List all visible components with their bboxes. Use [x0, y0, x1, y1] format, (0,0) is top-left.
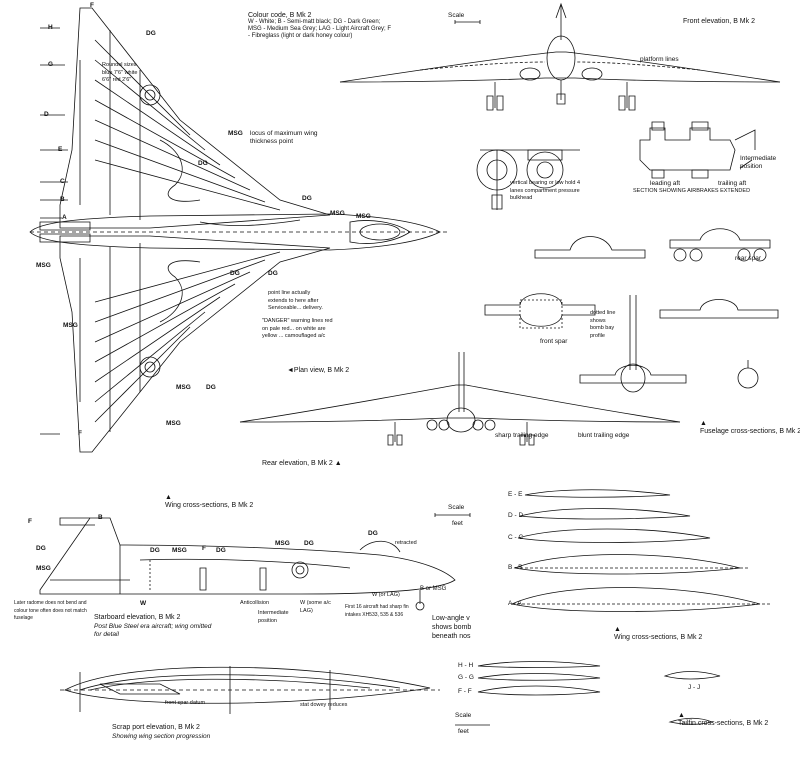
caption-starboard-subnote: Post Blue Steel era aircraft; wing omitt…: [94, 623, 212, 638]
scale-feet-scrap: feet: [458, 728, 469, 735]
caption-rear-elevation: Rear elevation, B Mk 2 ▲: [262, 460, 342, 467]
note-sharp-trailing: sharp trailing edge: [495, 432, 549, 439]
scale-label-front: Scale: [448, 12, 465, 19]
note-front-spar: front spar: [540, 338, 568, 345]
plan-letter-g: G: [48, 61, 54, 68]
note-vertical-bearing: vertical bearing or low hold 4 lanes com…: [510, 180, 581, 201]
plan-letter-b: B: [60, 196, 65, 203]
section-label-dd: D - D: [508, 512, 524, 519]
note-leading-aft: leading aft: [650, 180, 680, 187]
code-msg-lower-wing: MSG: [63, 322, 78, 329]
code-dg-side-1: DG: [150, 547, 160, 554]
code-msg-fuselage-1: MSG: [330, 210, 345, 217]
caption-wing-sections-right: ▲ Wing cross-sections, B Mk 2: [614, 626, 703, 641]
note-w-or-lag: W (or LAG): [372, 592, 400, 598]
note-rear-spar: rear spar: [735, 255, 762, 262]
caption-wing-sections-top: ▲ Wing cross-sections, B Mk 2: [165, 494, 254, 509]
note-trailing-aft: trailing aft: [718, 180, 747, 187]
code-msg-fuselage-2: MSG: [356, 213, 371, 220]
colour-code-legend: Colour code, B Mk 2 W - White; B - Semi-…: [248, 12, 393, 40]
section-label-ee: E - E: [508, 491, 523, 498]
note-first-aircraft: First 16 aircraft had sharp fin intakes …: [345, 604, 409, 618]
note-blunt-trailing: blunt trailing edge: [578, 432, 630, 439]
tailplane-sections: [478, 662, 720, 725]
section-label-gg: G - G: [458, 674, 474, 681]
code-dg-fuselage: DG: [302, 195, 312, 202]
section-label-hh: H - H: [458, 662, 474, 669]
note-stat-lines: stat dowey reduces: [300, 702, 348, 708]
plan-letter-d: D: [44, 111, 49, 118]
note-max-thickness: locus of maximum wing thickness point: [250, 130, 318, 145]
code-dg-wing-upper: DG: [198, 160, 208, 167]
caption-low-angle: Low-angle v shows bomb beneath nos: [432, 615, 472, 640]
wing-cross-sections: [512, 490, 770, 612]
plan-letter-h: H: [48, 24, 53, 31]
caption-fuselage-sections: ▲ Fuselage cross-sections, B Mk 2: [700, 420, 800, 435]
airbrake-section: [640, 122, 755, 178]
section-label-jj: J - J: [688, 684, 701, 691]
plan-letter-a: A: [62, 214, 67, 221]
legend-text: W - White; B - Semi-matt black; DG - Dar…: [248, 19, 392, 39]
note-point-line: point line actually extends to here afte…: [268, 290, 323, 311]
code-msg-wing-upper: MSG: [228, 130, 243, 137]
note-platform-lines: platform lines: [640, 56, 679, 63]
code-msg-nose: MSG: [36, 262, 51, 269]
code-msg-tail: MSG: [36, 565, 51, 572]
code-f-fin: F: [28, 518, 32, 525]
scale-feet-side: feet: [452, 520, 463, 527]
scale-label-side: Scale: [448, 504, 465, 511]
code-dg-fin: DG: [36, 545, 46, 552]
note-later-radome: Later radome does not bend and colour to…: [14, 600, 87, 621]
starboard-elevation: [40, 513, 470, 610]
code-dg-side-2: DG: [216, 547, 226, 554]
caption-plan-view: ◄Plan view, B Mk 2: [287, 367, 350, 374]
scrap-port-elevation: [60, 666, 490, 725]
note-intermediate: Intermediate position: [740, 155, 777, 170]
intake-front-views: [477, 150, 580, 210]
section-label-aa: A - A: [508, 600, 522, 607]
note-danger-lines: "DANGER" warning lines red on pale red..…: [262, 318, 333, 339]
code-w-belly: W: [140, 600, 147, 607]
note-bomb-bay: dotted line shows bomb bay profile: [590, 310, 616, 339]
note-roundel-sizes: Roundel sizes blue 7'6" white 6'6" red 2…: [102, 62, 138, 83]
code-msg-lower-tip: MSG: [176, 384, 191, 391]
code-msg-side-2: MSG: [275, 540, 290, 547]
caption-starboard-elevation: Starboard elevation, B Mk 2: [94, 614, 181, 621]
code-msg-lower-tip-2: MSG: [166, 420, 181, 427]
fuselage-cross-sections: [485, 229, 778, 392]
code-f-side: F: [202, 545, 206, 552]
section-label-bb: B - B: [508, 564, 523, 571]
caption-tailfin-sections: ▲ Tailfin cross-sections, B Mk 2: [678, 712, 769, 727]
code-dg-nose: DG: [368, 530, 378, 537]
caption-scrap-port-note: Showing wing section progression: [112, 733, 211, 740]
rear-elevation: [240, 352, 680, 445]
plan-letter-e: E: [58, 146, 63, 153]
plan-letter-c: C: [60, 178, 65, 185]
plan-letter-f-top: F: [90, 2, 94, 9]
plan-letter-f: F: [78, 430, 82, 437]
note-intermediate-position: Intermediate position: [258, 610, 289, 624]
code-dg-side-3: DG: [304, 540, 314, 547]
note-anticollision: Anticollision: [240, 600, 270, 606]
code-msg-side-1: MSG: [172, 547, 187, 554]
note-front-spar-datum: front spar datum: [165, 700, 206, 706]
front-elevation: [340, 4, 780, 110]
note-w-some-lag: W (some a/c LAG): [300, 600, 331, 614]
caption-front-elevation: Front elevation, B Mk 2: [683, 18, 755, 25]
code-b-fin: B: [98, 514, 103, 521]
section-label-ff: F - F: [458, 688, 472, 695]
plan-view: [30, 8, 450, 452]
note-b-or-msg: B or MSG: [420, 586, 447, 592]
code-dg-lower-tip: DG: [206, 384, 216, 391]
caption-scrap-port: Scrap port elevation, B Mk 2: [112, 724, 200, 731]
scale-label-scrap: Scale: [455, 712, 472, 719]
section-label-cc: C - C: [508, 534, 524, 541]
code-dg-lower-1: DG: [230, 270, 240, 277]
legend-title: Colour code, B Mk 2: [248, 12, 312, 19]
caption-section-airbrakes: SECTION SHOWING AIRBRAKES EXTENDED: [633, 188, 751, 194]
code-dg-tip-upper: DG: [146, 30, 156, 37]
code-dg-lower-2: DG: [268, 270, 278, 277]
note-retracted: retracted: [395, 540, 417, 546]
